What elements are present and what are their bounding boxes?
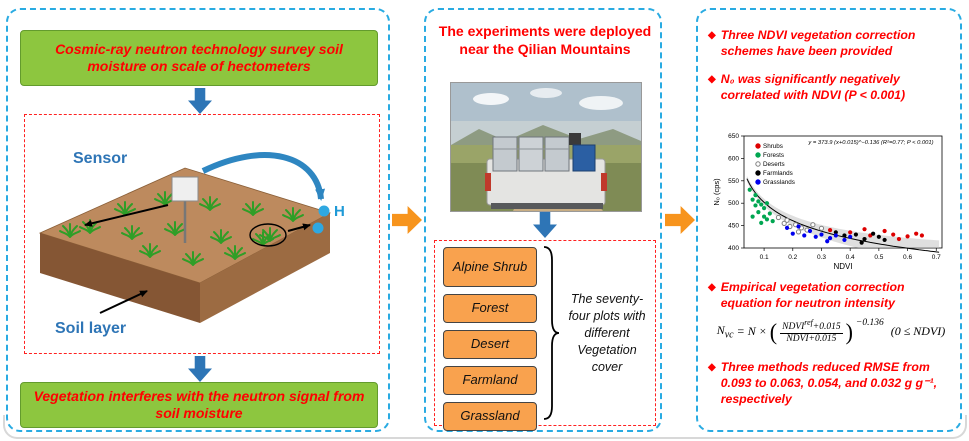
hydrogen-label: H (334, 203, 345, 220)
svg-text:500: 500 (728, 200, 739, 207)
experiment-title: The experiments were deployed near the Q… (438, 23, 652, 58)
svg-text:Forests: Forests (763, 152, 784, 159)
curly-brace-icon (541, 244, 561, 427)
soil-block-side (40, 233, 200, 323)
sensor-label: Sensor (73, 150, 127, 167)
equation-fraction: NDVIref+0.015 NDVI+0.015 (780, 318, 843, 345)
svg-text:0.5: 0.5 (874, 254, 883, 261)
diamond-bullet-icon: ◆ (708, 282, 716, 293)
finding-statement-box: Vegetation interferes with the neutron s… (20, 382, 378, 428)
soil-layer-label: Soil layer (55, 320, 126, 337)
svg-text:450: 450 (728, 223, 739, 230)
svg-text:400: 400 (728, 245, 739, 252)
svg-text:0.2: 0.2 (788, 254, 797, 261)
sensor-pointer-arrow (84, 204, 169, 227)
figure-frame (3, 415, 967, 439)
svg-text:Deserts: Deserts (763, 161, 785, 168)
key-point: ◆ Empirical vegetation correction equati… (708, 280, 956, 312)
diamond-bullet-icon: ◆ (708, 30, 716, 41)
panel-results: ◆ Three NDVI vegetation correction schem… (696, 8, 962, 432)
down-arrow-icon (188, 356, 212, 382)
panel-method: Cosmic-ray neutron technology survey soi… (6, 8, 390, 432)
field-photo-illustration (451, 83, 641, 211)
vegetation-type-item: Desert (443, 330, 537, 359)
key-point-text: Empirical vegetation correction equation… (720, 280, 905, 310)
equation-lparen: ( (769, 317, 778, 345)
method-statement-box: Cosmic-ray neutron technology survey soi… (20, 30, 378, 86)
key-point-text: Three methods reduced RMSE from 0.093 to… (720, 360, 938, 406)
finding-statement-text: Vegetation interferes with the neutron s… (33, 387, 365, 422)
key-point-text: N₀ was significantly negatively correlat… (720, 72, 906, 102)
svg-text:550: 550 (728, 178, 739, 185)
method-statement-text: Cosmic-ray neutron technology survey soi… (55, 40, 343, 75)
vegetation-type-item: Farmland (443, 366, 537, 395)
svg-text:0.3: 0.3 (817, 254, 826, 261)
equation-rparen: ) (845, 317, 853, 345)
vegetation-list-box: Alpine Shrub Forest Desert Farmland Gras… (434, 240, 656, 431)
panel-experiment: The experiments were deployed near the Q… (424, 8, 662, 432)
vegetation-highlight-ellipse (249, 223, 287, 247)
soil-pointer-arrow (99, 290, 148, 314)
svg-text:Shrubs: Shrubs (763, 143, 783, 150)
svg-text:Grasslands: Grasslands (763, 179, 795, 186)
key-point: ◆ Three methods reduced RMSE from 0.093 … (708, 360, 956, 408)
equation-condition: (0 ≤ NDVI) (890, 324, 946, 338)
vegetation-type-item: Grassland (443, 402, 537, 431)
equation-equals: = N × (736, 324, 767, 338)
down-arrow-icon (533, 212, 557, 238)
svg-text:650: 650 (728, 133, 739, 140)
plots-caption: The seventy-four plots with different Ve… (568, 291, 646, 374)
vegetation-to-hydrogen-arrow (287, 223, 311, 232)
ndvi-n0-scatter-chart: 400 450 500 550 600 650 0.1 0.2 0.3 0.4 0.5 0.6 0.7 S… (710, 124, 950, 274)
sensor-box (171, 176, 199, 202)
svg-text:0.6: 0.6 (903, 254, 912, 261)
svg-text:N₀ (cps): N₀ (cps) (712, 178, 721, 206)
svg-text:600: 600 (728, 155, 739, 162)
key-point: ◆ N₀ was significantly negatively correl… (708, 72, 956, 104)
diamond-bullet-icon: ◆ (708, 74, 716, 85)
right-arrow-icon (392, 206, 422, 234)
equation-lhs: Nvc (716, 322, 734, 341)
soil-scene-box: Sensor H Soil layer (24, 114, 380, 354)
diamond-bullet-icon: ◆ (708, 362, 716, 373)
svg-text:0.7: 0.7 (932, 254, 941, 261)
hydrogen-dot (312, 222, 324, 234)
down-arrow-icon (188, 88, 212, 114)
soil-block-front (200, 213, 330, 323)
svg-text:Farmlands: Farmlands (763, 170, 793, 177)
neutron-path-arrow (201, 152, 326, 201)
equation-exponent: −0.136 (855, 317, 884, 328)
vegetation-type-list: Alpine Shrub Forest Desert Farmland Gras… (443, 247, 537, 431)
svg-text:0.1: 0.1 (760, 254, 769, 261)
right-arrow-icon (665, 206, 695, 234)
key-point: ◆ Three NDVI vegetation correction schem… (708, 28, 956, 60)
svg-text:y = 373.9 (x+0.015)^−0.136 (R²: y = 373.9 (x+0.015)^−0.136 (R²=0.77; P <… (807, 140, 933, 146)
svg-text:0.4: 0.4 (846, 254, 855, 261)
hydrogen-dot (318, 205, 330, 217)
vegetation-type-item: Alpine Shrub (443, 247, 537, 287)
correction-equation: Nvc = N × ( NDVIref+0.015 NDVI+0.015 ) −… (706, 318, 956, 345)
soil-moisture-diagram: Sensor H Soil layer (38, 150, 345, 337)
qilian-mountains-photo (450, 82, 642, 212)
svg-text:NDVI: NDVI (833, 262, 852, 271)
vegetation-type-item: Forest (443, 294, 537, 323)
key-point-text: Three NDVI vegetation correction schemes… (720, 28, 916, 58)
